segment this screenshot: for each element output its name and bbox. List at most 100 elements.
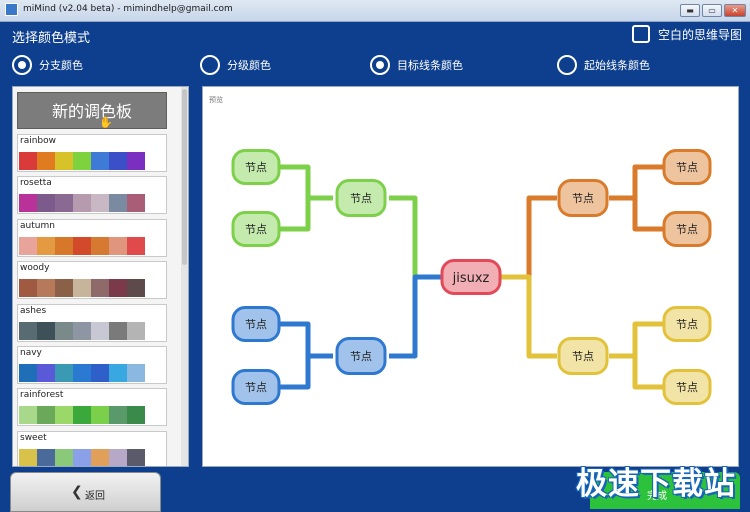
mindmap-node <box>335 337 387 375</box>
radio-target-line-color[interactable] <box>370 55 390 75</box>
mindmap-node-label: 节点 <box>245 161 267 174</box>
palette-swatches <box>19 152 145 170</box>
back-button[interactable]: ❮ 返回 <box>10 472 161 512</box>
new-palette-button[interactable]: 新的调色板 <box>17 92 167 129</box>
color-swatch <box>91 236 109 255</box>
radio-start-line-color[interactable] <box>557 55 577 75</box>
mindmap-node <box>662 211 712 247</box>
mindmap-node-label: 节点 <box>572 350 594 363</box>
palette-woody[interactable]: woody <box>17 261 167 300</box>
color-swatch <box>91 406 109 425</box>
palette-sweet[interactable]: sweet <box>17 430 167 466</box>
color-mode-start-line[interactable]: 起始线条颜色 <box>557 55 650 75</box>
connector-line <box>609 195 663 232</box>
mindmap-node <box>335 179 387 217</box>
back-label: 返回 <box>85 491 105 502</box>
color-swatch <box>73 194 91 213</box>
color-swatch <box>19 236 37 255</box>
color-swatch <box>109 236 127 255</box>
palette-navy[interactable]: navy <box>17 346 167 384</box>
color-swatch <box>37 321 55 340</box>
done-button[interactable]: 完成 <box>590 472 740 509</box>
color-swatch <box>73 406 91 425</box>
mindmap-node-label: 节点 <box>350 350 372 363</box>
connector-line <box>609 353 663 390</box>
radio-level-color[interactable] <box>200 55 220 75</box>
color-swatch <box>55 448 73 466</box>
color-swatch <box>109 448 127 466</box>
palette-swatches <box>19 364 145 382</box>
radio-branch-color[interactable] <box>12 55 32 75</box>
color-swatch <box>37 236 55 255</box>
mindmap-node <box>662 369 712 405</box>
palette-name: autumn <box>20 220 55 231</box>
color-swatch <box>127 448 145 466</box>
hand-cursor-icon: ✋ <box>99 116 113 129</box>
mindmap-node <box>231 369 281 405</box>
mindmap-node-label: 节点 <box>676 161 698 174</box>
radio-branch-color-label: 分支颜色 <box>39 59 83 72</box>
palette-rainforest[interactable]: rainforest <box>17 388 167 427</box>
mindmap-node-label: 节点 <box>245 381 267 394</box>
color-swatch <box>37 194 55 213</box>
connector-line <box>279 195 333 232</box>
color-swatch <box>73 152 91 170</box>
root-node <box>440 259 502 295</box>
palette-swatches <box>19 236 145 255</box>
mindmap-node <box>231 149 281 185</box>
color-swatch <box>91 279 109 298</box>
chevron-left-icon: ❮ <box>71 484 83 500</box>
mindmap-node <box>662 149 712 185</box>
color-swatch <box>55 152 73 170</box>
color-swatch <box>127 364 145 382</box>
palette-list[interactable]: 新的调色板 ✋ rainbow rosetta autumn woody ashes na… <box>12 86 189 467</box>
color-swatch <box>91 448 109 466</box>
color-swatch <box>55 406 73 425</box>
close-button[interactable]: ✕ <box>724 4 746 17</box>
color-swatch <box>55 236 73 255</box>
watermark-logo: 极速下载站 <box>576 466 736 502</box>
color-swatch <box>127 152 145 170</box>
color-swatch <box>109 321 127 340</box>
color-swatch <box>19 406 37 425</box>
mindmap-node <box>231 306 281 342</box>
mindmap-node <box>231 211 281 247</box>
color-swatch <box>55 321 73 340</box>
window-title: miMind (v2.04 beta) - mimindhelp@gmail.c… <box>23 4 233 14</box>
palette-scrollbar-thumb[interactable] <box>182 89 187 265</box>
done-label: 完成 <box>647 491 667 502</box>
color-swatch <box>109 279 127 298</box>
palette-ashes[interactable]: ashes <box>17 303 167 342</box>
connector-line <box>279 164 333 201</box>
root-node-label: jisuxz <box>452 271 490 286</box>
color-mode-level[interactable]: 分级颜色 <box>200 55 271 75</box>
color-swatch <box>55 194 73 213</box>
palette-autumn[interactable]: autumn <box>17 218 167 257</box>
radio-level-color-label: 分级颜色 <box>227 59 271 72</box>
palette-name: woody <box>20 263 50 274</box>
color-mode-branch[interactable]: 分支颜色 <box>12 55 83 75</box>
minimize-button[interactable]: ▬ <box>680 4 700 17</box>
color-swatch <box>127 406 145 425</box>
mindmap-node-label: 节点 <box>572 192 594 205</box>
palette-rosetta[interactable]: rosetta <box>17 176 167 215</box>
color-swatch <box>127 321 145 340</box>
connector-line <box>389 274 443 359</box>
palette-scrollbar-track[interactable] <box>181 87 188 466</box>
color-swatch <box>55 364 73 382</box>
blank-map-toggle[interactable]: 空白的思维导图 <box>632 25 742 43</box>
palette-name: sweet <box>20 432 47 443</box>
connector-line <box>609 164 663 201</box>
mindmap-node-label: 节点 <box>245 223 267 236</box>
color-mode-target-line[interactable]: 目标线条颜色 <box>370 55 463 75</box>
blank-map-checkbox[interactable] <box>632 25 650 43</box>
color-swatch <box>55 279 73 298</box>
palette-rainbow[interactable]: rainbow <box>17 134 167 172</box>
app-icon <box>5 3 18 16</box>
page-title: 选择颜色模式 <box>12 31 91 46</box>
palette-name: rainbow <box>20 136 56 146</box>
maximize-button[interactable]: ▭ <box>702 4 722 17</box>
palette-swatches <box>19 194 145 213</box>
color-swatch <box>73 321 91 340</box>
